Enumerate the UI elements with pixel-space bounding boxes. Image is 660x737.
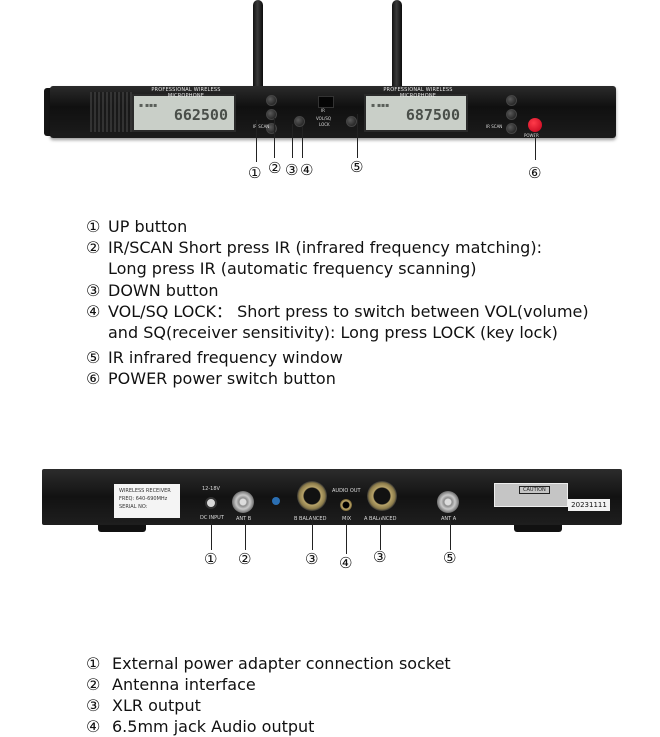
frequency-readout-left: 662500 [173, 106, 228, 124]
caution-label: CAUTION [494, 483, 568, 507]
callout-4: ④ [300, 161, 314, 179]
legend-item: and SQ(receiver sensitivity): Long press… [108, 323, 558, 342]
antenna-b-connector[interactable] [232, 491, 254, 513]
antenna-a-connector[interactable] [437, 491, 459, 513]
up-button-left[interactable] [266, 95, 277, 106]
vol-sq-lock-button-right[interactable] [346, 116, 357, 127]
rubber-foot [98, 524, 146, 532]
rear-callout-5: ⑤ [443, 549, 457, 567]
vol-sq-lock-button-left[interactable] [294, 116, 305, 127]
ir-scan-button-right[interactable] [506, 109, 517, 120]
rear-callout-1: ① [204, 550, 218, 568]
xlr-output-a[interactable] [367, 481, 397, 511]
product-label: WIRELESS RECEIVER FREQ: 640-690MHz SERIA… [114, 484, 180, 518]
callout-5: ⑤ [350, 158, 364, 176]
lcd-display-right: PROFESSIONAL WIRELESS MICROPHONE ▪ ▪▪▪ 6… [364, 87, 468, 132]
frequency-readout-right: 687500 [405, 106, 460, 124]
dc-input-socket[interactable] [205, 497, 217, 509]
ir-scan-button-left[interactable] [266, 109, 277, 120]
lcd-display-left: PROFESSIONAL WIRELESS MICROPHONE ▪ ▪▪▪ 6… [132, 87, 236, 132]
callout-3: ③ [285, 161, 299, 179]
antenna-right [392, 0, 402, 92]
rear-callout-2: ② [238, 550, 252, 568]
callout-6: ⑥ [528, 164, 542, 182]
ir-window [318, 96, 334, 108]
rear-callout-3: ③ [305, 550, 319, 568]
xlr-output-b[interactable] [297, 481, 327, 511]
power-button[interactable] [528, 118, 542, 132]
mix-audio-jack[interactable] [340, 499, 352, 511]
down-button-left[interactable] [266, 123, 277, 134]
ground-screw [272, 497, 280, 505]
antenna-left [253, 0, 263, 92]
up-button-right[interactable] [506, 95, 517, 106]
rear-callout-3b: ③ [373, 548, 387, 566]
callout-1: ① [248, 164, 262, 182]
serial-number-sticker: 20231111 [568, 499, 610, 511]
down-button-right[interactable] [506, 123, 517, 134]
front-chassis: PROFESSIONAL WIRELESS MICROPHONE ▪ ▪▪▪ 6… [50, 86, 616, 138]
rubber-foot [514, 524, 562, 532]
callout-2: ② [268, 159, 282, 177]
legend-item: Long press IR (automatic frequency scann… [108, 259, 477, 278]
rear-chassis: WIRELESS RECEIVER FREQ: 640-690MHz SERIA… [42, 469, 622, 525]
vent-grille [90, 92, 132, 132]
rear-callout-4: ④ [339, 554, 353, 572]
